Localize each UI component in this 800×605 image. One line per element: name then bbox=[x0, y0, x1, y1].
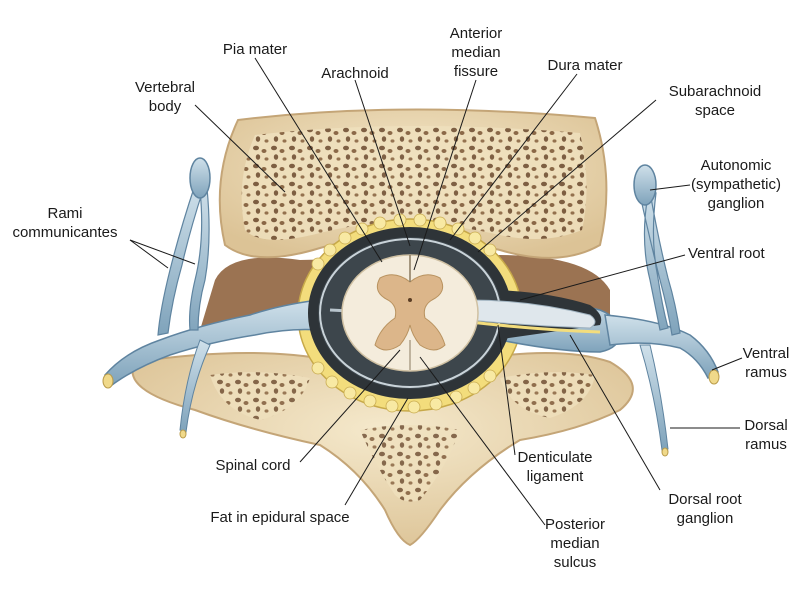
fat-globules bbox=[311, 213, 497, 414]
label-dorsal-root-ganglion: Dorsal root ganglion bbox=[668, 491, 742, 527]
label-arachnoid: Arachnoid bbox=[321, 65, 389, 82]
right-dorsal-cut-end bbox=[661, 447, 669, 457]
left-autonomic-ganglion bbox=[189, 157, 211, 199]
left-ventral-ramus-cut-end bbox=[102, 373, 114, 389]
vertebral-arch-spongy-right bbox=[500, 372, 595, 418]
label-dorsal-ramus: Dorsal ramus bbox=[744, 417, 788, 453]
label-anterior-median-fissure: Anterior median fissure bbox=[449, 25, 503, 80]
right-dorsal-ramus bbox=[639, 344, 669, 451]
gray-matter bbox=[374, 274, 446, 351]
right-autonomic-ganglion bbox=[633, 164, 657, 206]
vertebral-body-spongy bbox=[241, 125, 587, 240]
label-dura-mater: Dura mater bbox=[547, 57, 623, 74]
label-posterior-median-sulcus: Posterior median sulcus bbox=[544, 516, 606, 571]
central-canal bbox=[408, 298, 412, 302]
label-denticulate-ligament: Denticulate ligament bbox=[517, 449, 593, 485]
label-subarachnoid-space: Subarachnoid space bbox=[668, 83, 762, 119]
right-ventral-ramus-cut-end bbox=[708, 369, 720, 385]
vertebral-arch-spongy-left bbox=[210, 372, 310, 420]
ventral-root bbox=[469, 299, 596, 329]
label-spinal-cord: Spinal cord bbox=[215, 457, 291, 474]
label-autonomic-ganglion: Autonomic (sympathetic) ganglion bbox=[690, 157, 782, 212]
dorsal-root bbox=[469, 320, 601, 334]
label-fat-in-epidural-space: Fat in epidural space bbox=[210, 509, 350, 526]
label-rami-communicantes: Rami communicantes bbox=[12, 205, 118, 241]
label-ventral-ramus: Ventral ramus bbox=[742, 345, 790, 381]
label-vertebral-body: Vertebral body bbox=[134, 79, 196, 115]
left-dorsal-cut-end bbox=[179, 429, 187, 439]
label-pia-mater: Pia mater bbox=[222, 41, 288, 58]
leader-lines bbox=[129, 57, 743, 526]
label-ventral-root: Ventral root bbox=[688, 245, 765, 262]
spinous-process-spongy bbox=[360, 425, 460, 502]
left-rami-communicantes bbox=[157, 184, 210, 336]
right-rami-communicantes bbox=[639, 191, 681, 336]
